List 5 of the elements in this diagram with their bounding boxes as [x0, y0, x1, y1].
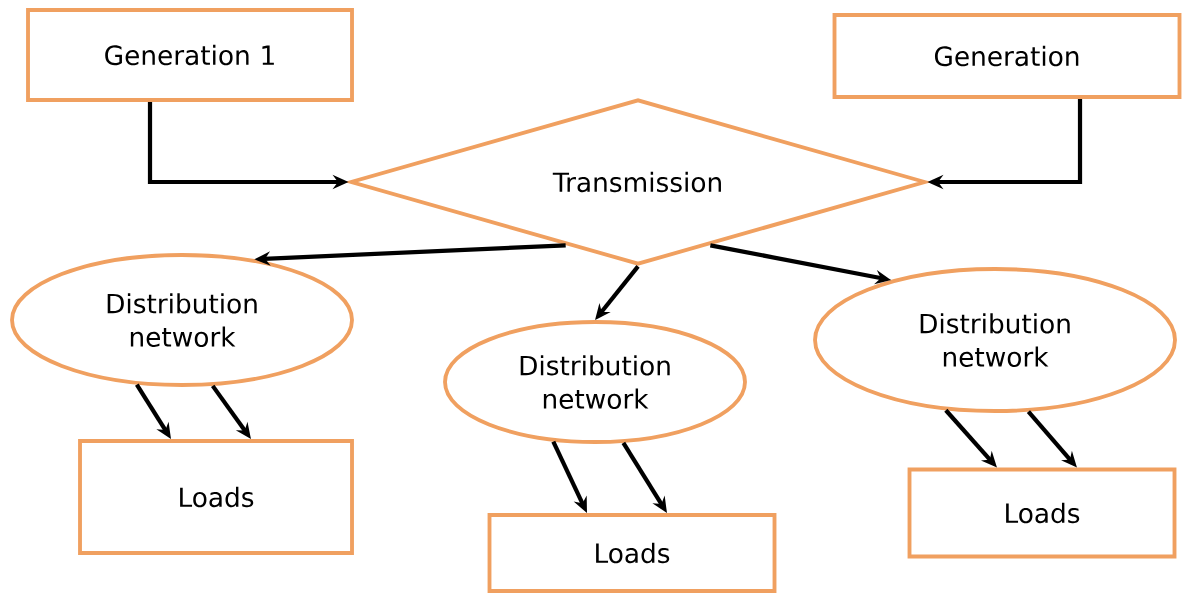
- process-box: Loads: [487, 513, 777, 593]
- process-box: Generation 1: [26, 8, 354, 102]
- process-box: Loads: [78, 439, 354, 555]
- process-box: Loads: [907, 467, 1177, 559]
- process-box: Generation: [832, 13, 1182, 99]
